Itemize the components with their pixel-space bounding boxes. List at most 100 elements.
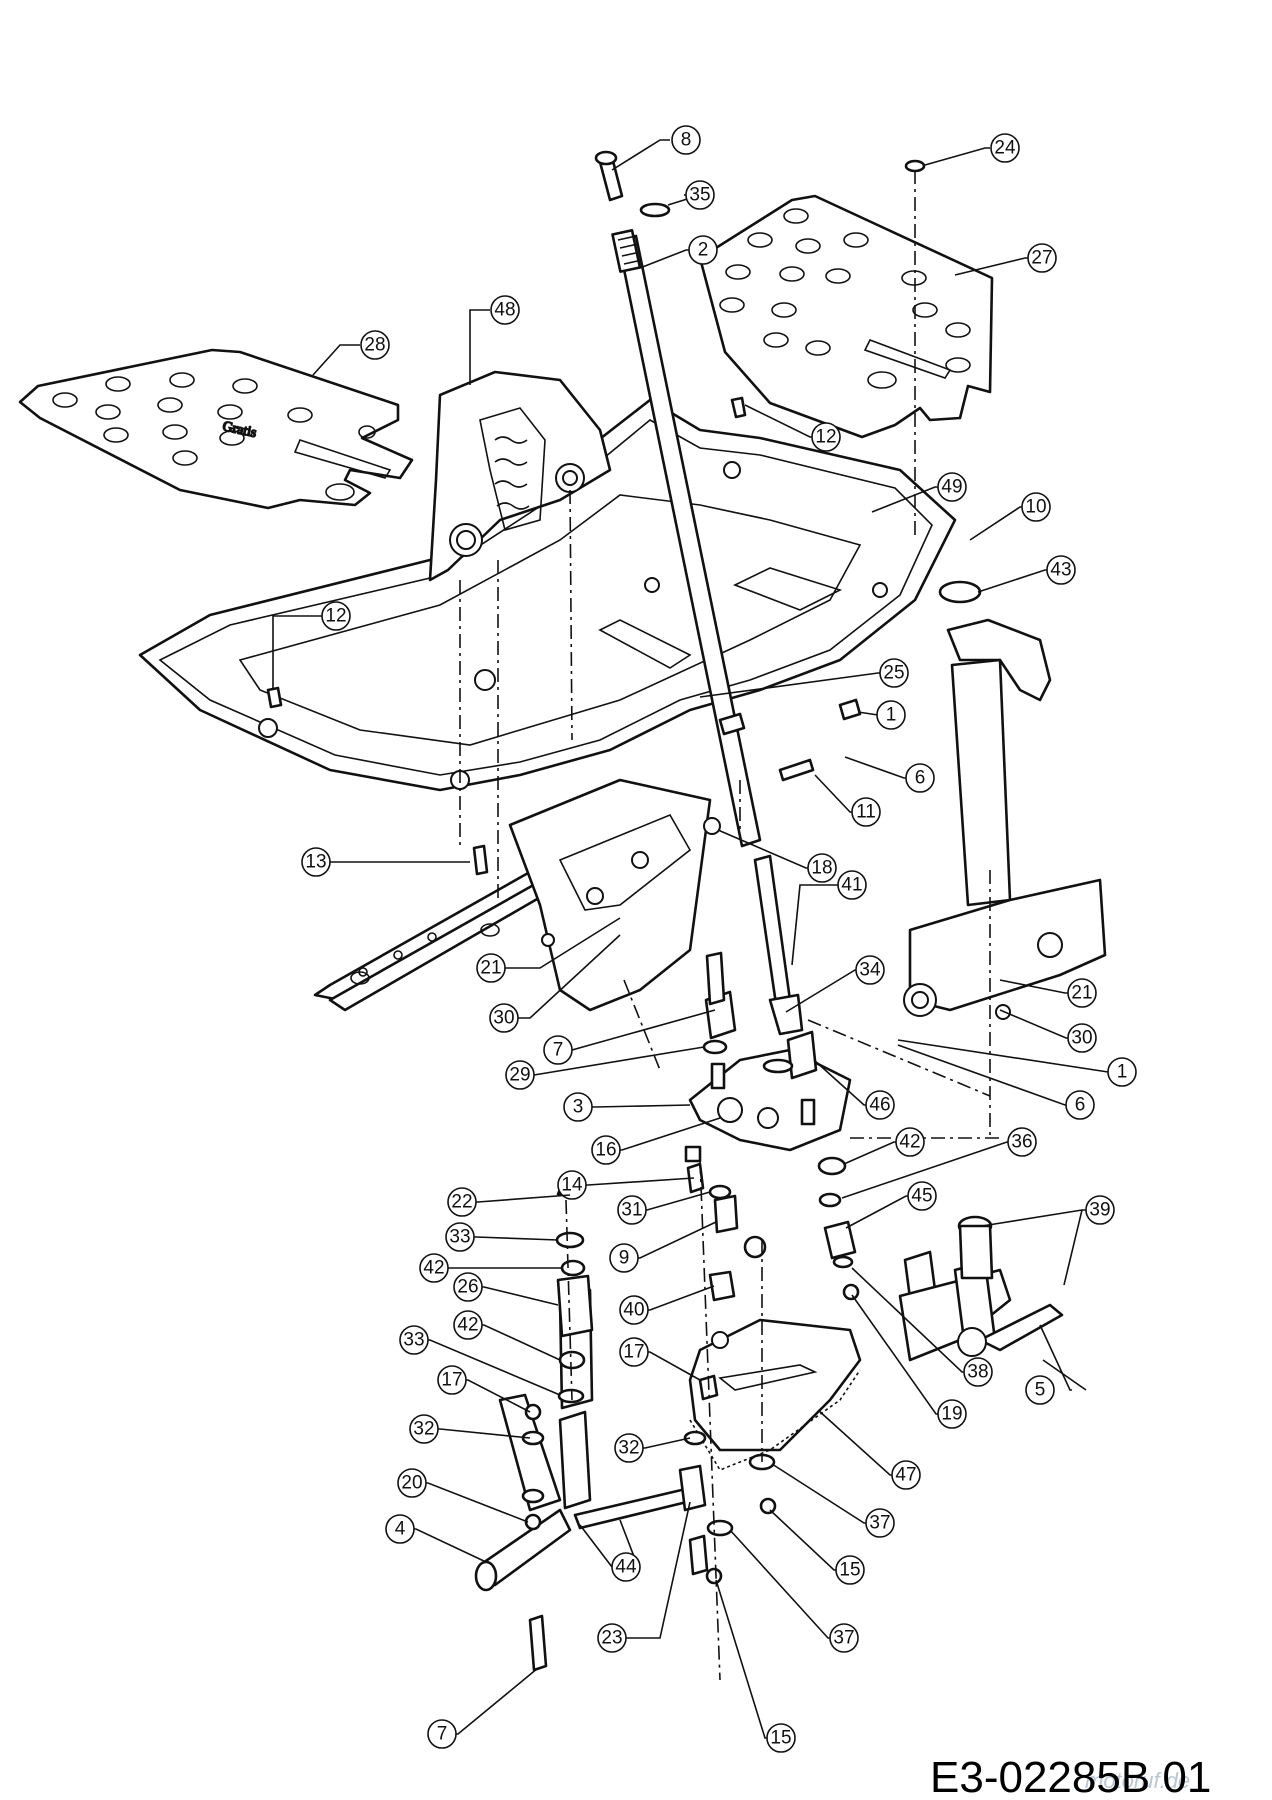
svg-text:34: 34 xyxy=(859,960,881,981)
callout-6-lower: 6 xyxy=(897,1044,1095,1120)
callout-43: 43 xyxy=(977,555,1076,593)
svg-text:22: 22 xyxy=(451,1192,472,1213)
callout-37-lower: 37 xyxy=(729,1529,859,1653)
callout-20: 20 xyxy=(397,1468,529,1523)
svg-text:33: 33 xyxy=(449,1227,470,1248)
svg-text:8: 8 xyxy=(681,130,692,151)
callout-32-left: 32 xyxy=(409,1414,531,1444)
callout-11: 11 xyxy=(814,774,881,827)
svg-text:6: 6 xyxy=(1075,1095,1086,1116)
callout-23: 23 xyxy=(597,1501,691,1653)
callout-10: 10 xyxy=(969,492,1051,541)
callout-12-upper: 12 xyxy=(744,404,841,452)
callout-39: 39 xyxy=(981,1195,1115,1286)
svg-text:7: 7 xyxy=(437,1724,448,1745)
svg-text:28: 28 xyxy=(364,335,385,356)
callout-38: 38 xyxy=(851,1267,993,1387)
watermark: motoruf.de xyxy=(1085,1768,1190,1793)
svg-text:15: 15 xyxy=(770,1728,791,1749)
pinion-assembly xyxy=(823,1215,1064,1362)
sector-gear xyxy=(688,1318,862,1471)
svg-text:10: 10 xyxy=(1025,497,1046,518)
callout-47: 47 xyxy=(817,1409,921,1490)
callout-46: 46 xyxy=(813,1059,895,1120)
callout-24: 24 xyxy=(924,133,1020,166)
callout-7-upper: 7 xyxy=(543,1009,716,1065)
svg-text:26: 26 xyxy=(457,1277,478,1298)
svg-text:13: 13 xyxy=(305,852,326,873)
callout-26: 26 xyxy=(453,1272,559,1306)
callout-42-middle: 42 xyxy=(419,1253,562,1283)
callout-14: 14 xyxy=(557,1170,695,1200)
svg-text:1: 1 xyxy=(886,705,897,726)
assembly-centerlines xyxy=(459,170,1000,1681)
drawing-code: E3-02285B 01 xyxy=(930,1753,1211,1800)
svg-text:17: 17 xyxy=(623,1342,644,1363)
callout-19: 19 xyxy=(851,1294,967,1429)
svg-text:14: 14 xyxy=(561,1175,583,1196)
callout-17-left: 17 xyxy=(437,1365,531,1413)
callout-31: 31 xyxy=(617,1191,711,1225)
svg-text:37: 37 xyxy=(869,1513,890,1534)
svg-text:20: 20 xyxy=(401,1473,422,1494)
svg-text:35: 35 xyxy=(689,185,710,206)
parts-artwork: Gratis xyxy=(18,150,1107,1681)
svg-text:15: 15 xyxy=(839,1560,860,1581)
svg-text:42: 42 xyxy=(457,1315,478,1336)
foot-plate-left: Gratis xyxy=(18,348,414,510)
callout-27: 27 xyxy=(954,243,1057,276)
callout-21-left: 21 xyxy=(476,917,621,983)
callout-25: 25 xyxy=(699,658,909,698)
svg-text:24: 24 xyxy=(994,138,1016,159)
svg-text:46: 46 xyxy=(869,1095,890,1116)
svg-text:29: 29 xyxy=(509,1065,530,1086)
svg-text:36: 36 xyxy=(1011,1132,1032,1153)
callout-2: 2 xyxy=(639,235,718,269)
callout-8: 8 xyxy=(611,125,701,171)
svg-text:12: 12 xyxy=(325,606,346,627)
callout-6-upper: 6 xyxy=(844,756,935,793)
svg-text:32: 32 xyxy=(618,1438,639,1459)
callout-49: 49 xyxy=(871,472,967,513)
callout-22: 22 xyxy=(447,1187,571,1217)
svg-text:31: 31 xyxy=(621,1200,642,1221)
svg-text:30: 30 xyxy=(1071,1028,1092,1049)
callout-29: 29 xyxy=(505,1046,705,1090)
callout-33-lower: 33 xyxy=(399,1325,561,1396)
svg-text:1: 1 xyxy=(1117,1062,1128,1083)
callout-17-right: 17 xyxy=(619,1337,701,1381)
callout-15-lower: 15 xyxy=(715,1579,796,1753)
svg-text:40: 40 xyxy=(623,1300,644,1321)
svg-text:16: 16 xyxy=(595,1140,616,1161)
callout-15-upper: 15 xyxy=(769,1509,865,1585)
steering-console xyxy=(428,370,612,582)
svg-text:4: 4 xyxy=(395,1519,406,1540)
callout-42-lower: 42 xyxy=(453,1310,561,1361)
callout-1-lower: 1 xyxy=(897,1039,1137,1087)
callout-13: 13 xyxy=(301,847,470,877)
svg-text:33: 33 xyxy=(403,1330,424,1351)
svg-text:11: 11 xyxy=(856,802,876,823)
svg-text:47: 47 xyxy=(895,1465,916,1486)
foot-plate-right xyxy=(698,194,994,439)
svg-text:19: 19 xyxy=(941,1404,962,1425)
callout-35: 35 xyxy=(667,180,715,210)
svg-text:9: 9 xyxy=(619,1248,630,1269)
svg-text:37: 37 xyxy=(833,1628,854,1649)
svg-text:38: 38 xyxy=(967,1362,988,1383)
callout-34: 34 xyxy=(785,955,885,1013)
callout-37-upper: 37 xyxy=(771,1463,895,1538)
callout-18: 18 xyxy=(717,829,837,883)
svg-text:21: 21 xyxy=(480,958,501,979)
callout-9: 9 xyxy=(609,1221,717,1273)
callout-16: 16 xyxy=(591,1117,721,1165)
callout-30-left: 30 xyxy=(489,934,621,1033)
svg-text:18: 18 xyxy=(811,858,832,879)
svg-text:42: 42 xyxy=(899,1132,920,1153)
callout-45: 45 xyxy=(845,1181,937,1229)
front-axle-beam xyxy=(313,778,712,1012)
callout-3: 3 xyxy=(563,1092,691,1122)
callout-33-upper: 33 xyxy=(445,1222,559,1252)
svg-text:25: 25 xyxy=(883,663,904,684)
callout-42-upper: 42 xyxy=(843,1127,925,1165)
